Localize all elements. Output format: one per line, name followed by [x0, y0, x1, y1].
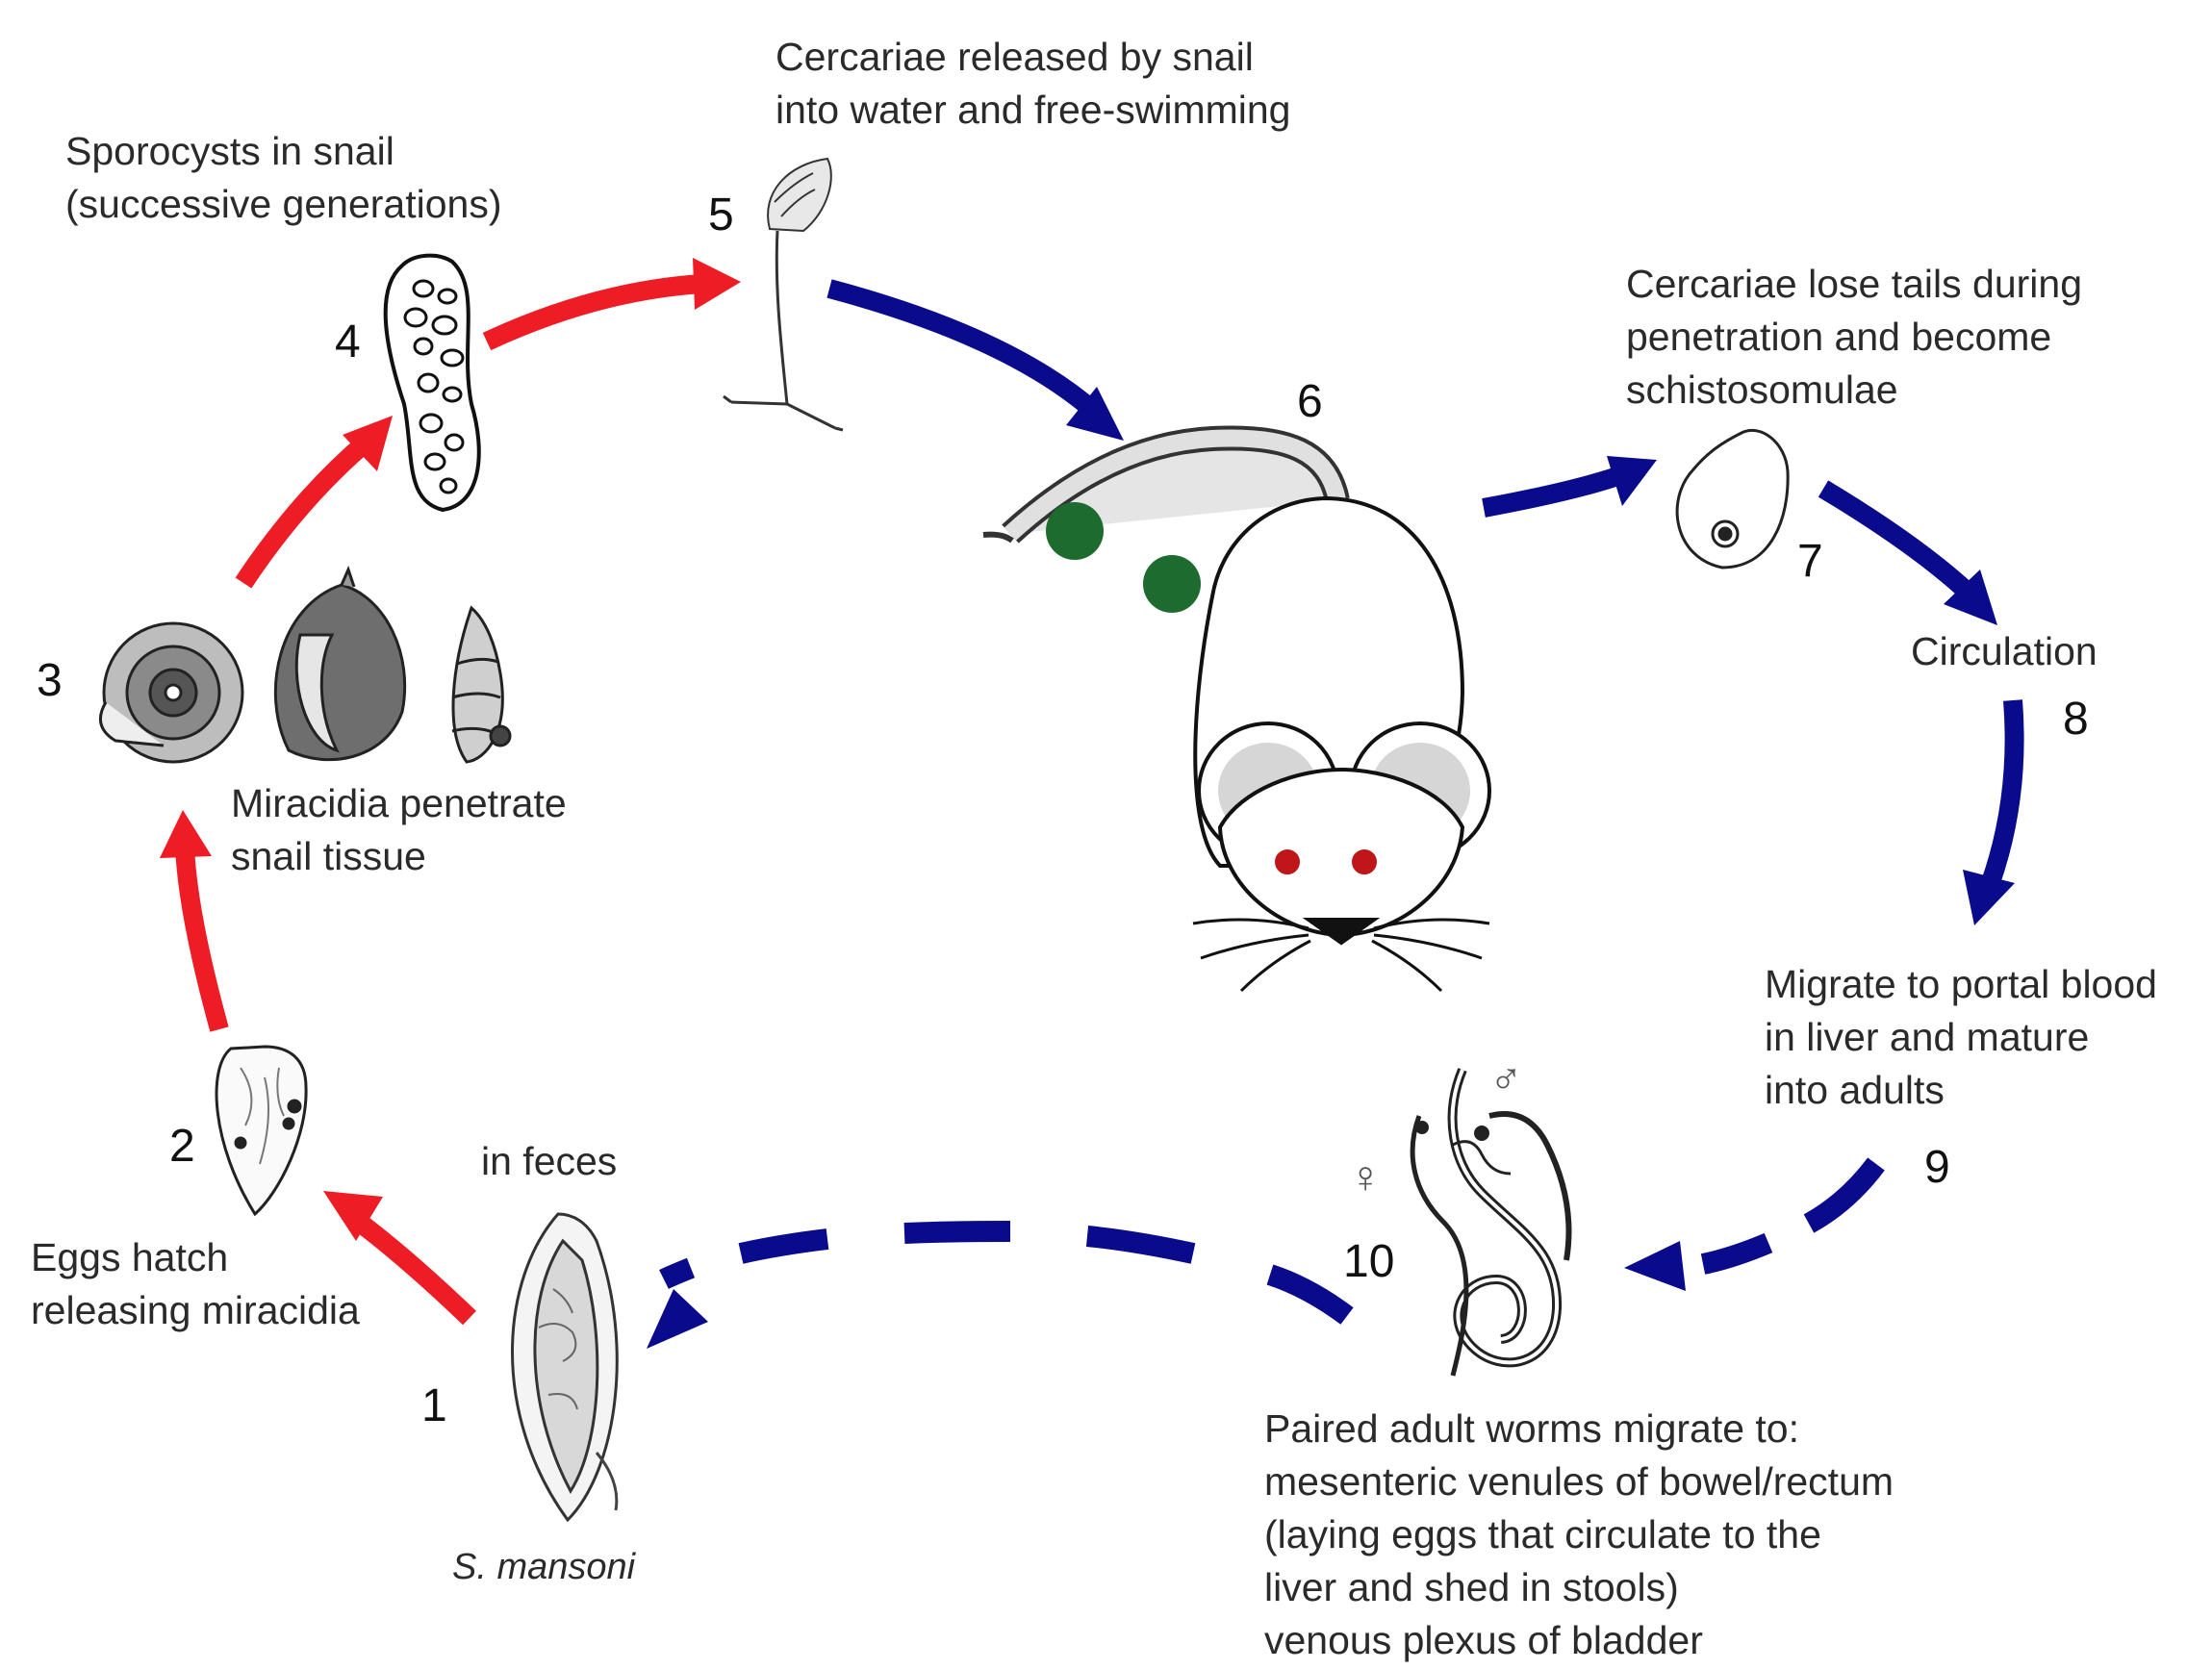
stage-1-label-line: in feces — [481, 1135, 617, 1188]
stage-9-label-line: into adults — [1765, 1064, 2157, 1117]
stage-8-number: 8 — [2063, 693, 2089, 746]
stage-2-label-line: releasing miracidia — [31, 1284, 360, 1337]
arrow-head — [160, 810, 212, 858]
stage-4-label-line: Sporocysts in snail — [65, 125, 501, 178]
stage-10-number: 10 — [1343, 1235, 1394, 1289]
arrow-cercaria-to-mouse — [829, 289, 1097, 414]
stage-7-label-line: penetration and become — [1626, 311, 2082, 364]
arrow-head — [1963, 870, 2015, 925]
stage-6-number: 6 — [1297, 375, 1323, 429]
stage-1-label: in feces — [481, 1135, 617, 1188]
stage-5-label-line: into water and free-swimming — [775, 84, 1290, 137]
dashed-arrow-worms-to-feces — [647, 1231, 1347, 1349]
arrow-sporocyst-to-cercaria — [487, 284, 702, 342]
dashed-arrow-liver-to-worms — [1624, 1164, 1876, 1291]
stage-8-label-line: Circulation — [1911, 625, 2098, 678]
stage-4-number: 4 — [335, 316, 361, 369]
stage-10-label-line: liver and shed in stools) — [1264, 1561, 1894, 1614]
stage-3-label-line: Miracidia penetrate — [231, 777, 567, 830]
mouse-icon — [983, 438, 1489, 991]
stage-5-label: Cercariae released by snail into water a… — [775, 31, 1290, 137]
stage-7-label-line: Cercariae lose tails during — [1626, 258, 2082, 311]
sporocyst-icon — [386, 256, 479, 510]
stage-3-label: Miracidia penetrate snail tissue — [231, 777, 567, 883]
arrow-egg-to-miracidium — [356, 1220, 470, 1318]
stage-3-number: 3 — [37, 654, 63, 708]
stage-5-number: 5 — [708, 189, 734, 242]
snail-shells-icon — [100, 569, 510, 762]
arrow-mouse-to-schistosomulum — [1484, 473, 1626, 508]
stage-10-label-line: mesenteric venules of bowel/rectum — [1264, 1455, 1894, 1508]
stage-10-label-line: venous plexus of bladder — [1264, 1614, 1894, 1667]
stage-9-label-line: Migrate to portal blood — [1765, 958, 2157, 1011]
stage-4-label-line: (successive generations) — [65, 178, 501, 231]
arrow-schistosomulum-to-circulation — [1823, 489, 1972, 596]
egg-icon — [513, 1214, 618, 1520]
stage-2-number: 2 — [169, 1120, 195, 1174]
arrow-snail-to-sporocyst — [243, 443, 366, 583]
stage-1-number: 1 — [421, 1379, 447, 1433]
stage-4-label: Sporocysts in snail (successive generati… — [65, 125, 501, 231]
stage-2-label-line: Eggs hatch — [31, 1231, 360, 1284]
female-symbol-icon: ♀ — [1349, 1151, 1383, 1202]
male-symbol-icon: ♂ — [1489, 1052, 1523, 1104]
stage-7-label: Cercariae lose tails during penetration … — [1626, 258, 2082, 417]
stage-3-label-line: snail tissue — [231, 830, 567, 883]
stage-9-label-line: in liver and mature — [1765, 1011, 2157, 1064]
arrow-circulation-to-liver — [1990, 700, 2015, 885]
arrow-miracidium-to-snail — [185, 847, 219, 1029]
stage-10-label-line: (laying eggs that circulate to the — [1264, 1508, 1894, 1561]
adult-worms-icon — [1412, 1070, 1568, 1376]
stage-2-label: Eggs hatch releasing miracidia — [31, 1231, 360, 1337]
stage-10-label-line: Paired adult worms migrate to: — [1264, 1403, 1894, 1455]
stage-7-label-line: schistosomulae — [1626, 364, 2082, 417]
stage-10-label: Paired adult worms migrate to: mesenteri… — [1264, 1403, 1894, 1667]
stage-1-species-label: S. mansoni — [452, 1541, 635, 1594]
miracidium-icon — [216, 1047, 306, 1214]
stage-9-label: Migrate to portal blood in liver and mat… — [1765, 958, 2157, 1117]
stage-9-number: 9 — [1924, 1141, 1950, 1195]
stage-5-label-line: Cercariae released by snail — [775, 31, 1290, 84]
cercaria-icon — [724, 159, 843, 430]
schistosomulum-icon — [1677, 430, 1788, 568]
stage-8-label: Circulation — [1911, 625, 2098, 678]
stage-7-number: 7 — [1797, 535, 1823, 589]
arrow-head — [693, 258, 741, 310]
